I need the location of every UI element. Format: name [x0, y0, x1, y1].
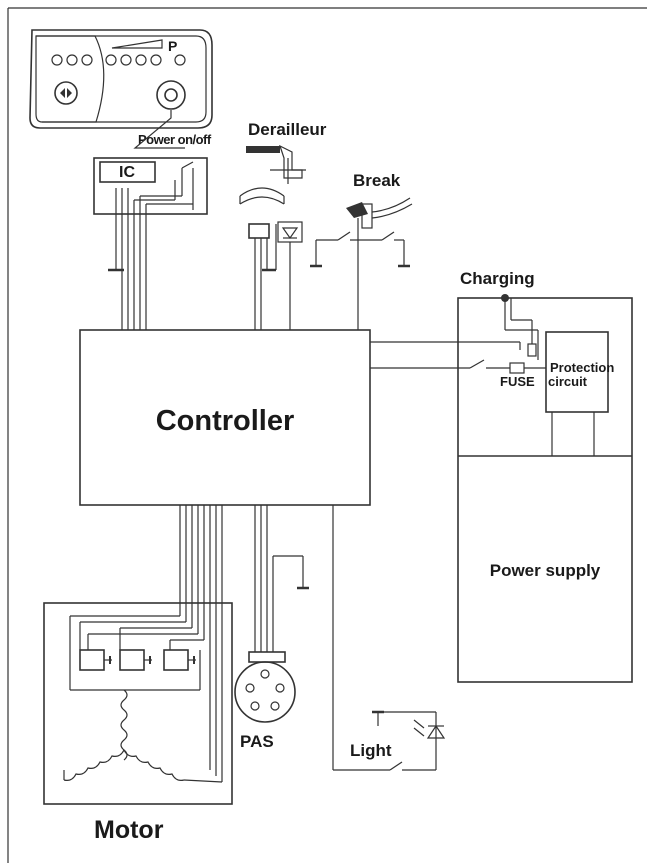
- fuse-label: FUSE: [500, 374, 535, 389]
- hall-sensor-icon: [79, 649, 189, 671]
- charging-label: Charging: [460, 269, 535, 288]
- ic-label: IC: [119, 164, 135, 181]
- derailleur-icon: [239, 144, 306, 205]
- motor-winding-icon: [63, 689, 223, 783]
- power-supply-label: Power supply: [490, 561, 601, 580]
- brake-lever-icon: [346, 197, 413, 229]
- power-button-icon[interactable]: [156, 80, 186, 110]
- power-switch-label: Power on/off: [138, 132, 212, 147]
- page-frame: [7, 7, 647, 863]
- indicator-led-icon: [277, 221, 303, 330]
- protection-circuit-label-line1: Protection: [550, 360, 614, 375]
- ic-box: [93, 157, 208, 215]
- derailleur-label: Derailleur: [248, 120, 327, 139]
- controller-box: [79, 329, 371, 506]
- pas-disc-icon: [234, 661, 296, 723]
- light-led-icon: [413, 719, 446, 739]
- protection-circuit-label-line2: circuit: [548, 374, 588, 389]
- battery-box: [457, 297, 633, 683]
- motor-box: [43, 602, 233, 805]
- motor-label: Motor: [94, 816, 164, 844]
- controller-label: Controller: [156, 405, 295, 437]
- break-label: Break: [353, 171, 401, 190]
- display-mode-label: P: [168, 38, 177, 54]
- pas-label: PAS: [240, 732, 274, 751]
- display-panel-icon: [29, 29, 213, 129]
- light-label: Light: [350, 741, 392, 760]
